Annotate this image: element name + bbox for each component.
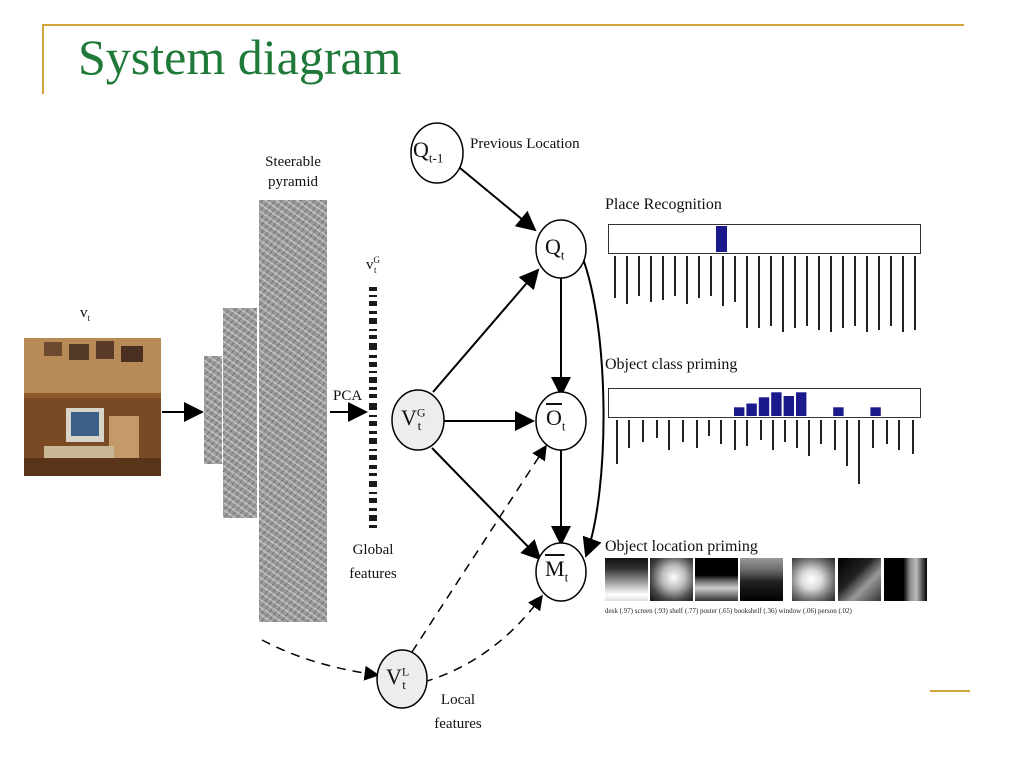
object-class-bar <box>734 407 745 416</box>
object-class-bar <box>771 392 782 416</box>
input-label: vt <box>80 305 91 323</box>
pyramid-level-2 <box>223 308 257 518</box>
input-image <box>24 338 161 476</box>
location-map-screen <box>650 558 693 601</box>
object-class-bar <box>783 396 794 416</box>
edge-vg-mt <box>431 447 542 561</box>
object-class-tick-labels <box>616 420 914 484</box>
object-location-caption: desk (.97) screen (.93) shelf (.77) post… <box>605 607 852 615</box>
global-vector-label: vGt <box>366 255 380 275</box>
place-recognition-title: Place Recognition <box>605 196 722 213</box>
slide-title: System diagram <box>78 29 402 85</box>
node-q-t-text: Qt <box>545 234 565 263</box>
object-class-bar <box>796 392 807 416</box>
title-accent-bar <box>42 24 44 94</box>
node-o-t <box>535 391 587 451</box>
pca-label: PCA <box>333 388 363 404</box>
global-feature-vector <box>369 285 377 530</box>
node-q-prev <box>410 122 464 184</box>
object-location-title: Object location priming <box>605 538 758 555</box>
object-class-bars <box>734 392 881 416</box>
edge-pyramid-vl <box>261 639 380 681</box>
edge-qprev-qt <box>459 167 537 232</box>
node-v-g-text: VGt <box>401 405 426 434</box>
object-class-bar <box>870 407 881 416</box>
node-v-l-text: VLt <box>386 664 410 693</box>
edge-vl-ot <box>411 444 547 653</box>
object-class-bar <box>833 407 844 416</box>
place-recognition-tick-labels <box>614 256 916 332</box>
footer-accent-rule <box>930 690 970 692</box>
node-v-l <box>376 649 428 709</box>
node-q-t <box>535 219 587 279</box>
title-accent-rule <box>42 24 964 26</box>
place-recognition-box <box>608 224 921 254</box>
place-recognition-bar <box>716 226 727 252</box>
edge-vl-mt <box>423 594 543 683</box>
object-class-bar <box>746 403 757 416</box>
location-map-shelf <box>695 558 738 601</box>
location-map-bookshelf <box>792 558 835 601</box>
pyramid-level-3 <box>204 356 222 464</box>
location-map-desk <box>605 558 648 601</box>
location-map-person <box>884 558 927 601</box>
object-class-bar <box>758 397 770 416</box>
location-map-window <box>838 558 881 601</box>
pyramid-level-1 <box>259 200 327 622</box>
node-m-t <box>535 542 587 602</box>
node-q-prev-text: Qt-1 <box>413 137 444 166</box>
node-o-t-text: Ot <box>546 405 566 434</box>
node-v-g <box>391 389 445 451</box>
node-m-t-text: Mt <box>545 556 569 585</box>
location-map-poster <box>740 558 783 601</box>
previous-location-label: Previous Location <box>470 136 580 152</box>
edge-vg-qt <box>432 268 540 393</box>
object-class-title: Object class priming <box>605 356 738 373</box>
edge-qt-mt <box>581 255 605 558</box>
